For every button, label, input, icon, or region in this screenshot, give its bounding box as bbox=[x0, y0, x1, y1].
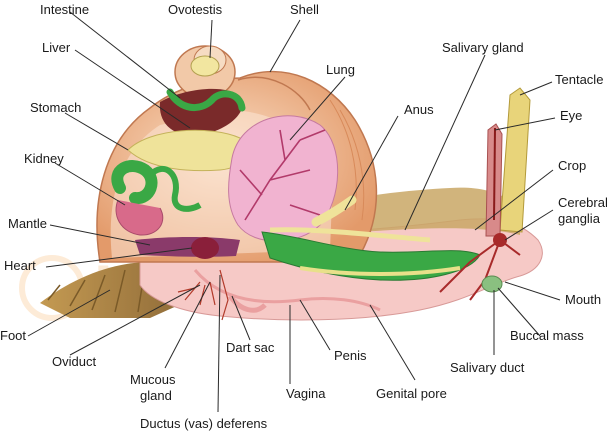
label-stomach: Stomach bbox=[30, 100, 81, 115]
mantle-organ bbox=[135, 237, 240, 257]
label-genital-pore: Genital pore bbox=[376, 386, 447, 401]
label-crop: Crop bbox=[558, 158, 586, 173]
label-lung: Lung bbox=[326, 62, 355, 77]
label-buccal-mass: Buccal mass bbox=[510, 328, 584, 343]
label-penis: Penis bbox=[334, 348, 367, 363]
heart-organ bbox=[191, 237, 219, 259]
label-gland: gland bbox=[140, 388, 172, 403]
label-mouth: Mouth bbox=[565, 292, 601, 307]
label-eye: Eye bbox=[560, 108, 582, 123]
label-oviduct: Oviduct bbox=[52, 354, 96, 369]
label-ductus-deferens: Ductus (vas) deferens bbox=[140, 416, 268, 431]
label-ovotestis: Ovotestis bbox=[168, 2, 223, 17]
label-liver: Liver bbox=[42, 40, 71, 55]
label-shell: Shell bbox=[290, 2, 319, 17]
label-salivary-duct: Salivary duct bbox=[450, 360, 525, 375]
label-intestine: Intestine bbox=[40, 2, 89, 17]
label-tentacle: Tentacle bbox=[555, 72, 603, 87]
label-vagina: Vagina bbox=[286, 386, 326, 401]
label-cerebral: Cerebral bbox=[558, 195, 608, 210]
label-anus: Anus bbox=[404, 102, 434, 117]
label-kidney: Kidney bbox=[24, 151, 64, 166]
label-salivary-gland: Salivary gland bbox=[442, 40, 524, 55]
tentacles bbox=[486, 88, 530, 236]
label-foot: Foot bbox=[0, 328, 26, 343]
label-mucous: Mucous bbox=[130, 372, 176, 387]
label-heart: Heart bbox=[4, 258, 36, 273]
label-mantle: Mantle bbox=[8, 216, 47, 231]
label-ganglia: ganglia bbox=[558, 211, 601, 226]
label-dart-sac: Dart sac bbox=[226, 340, 275, 355]
ovotestis-organ bbox=[191, 56, 219, 76]
